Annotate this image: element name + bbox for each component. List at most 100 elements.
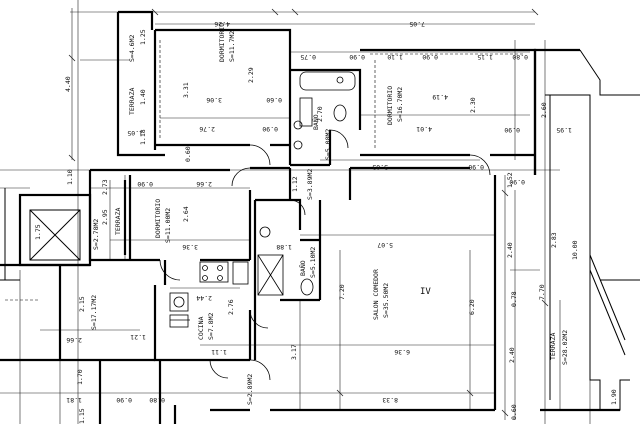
dim-1000: 10.00 [571, 240, 579, 260]
dim-426: 4.26 [214, 20, 230, 28]
dim-270: 2.70 [316, 106, 324, 122]
room-area-left: S=17.17M2 [90, 295, 98, 330]
dim-090c: 0.90 [504, 126, 520, 134]
room-area-cocina: S=7.8M2 [207, 313, 215, 340]
elevator-shaft [0, 188, 81, 281]
room-area-hall: S=3.89M2 [306, 169, 314, 200]
dim-636: 6.36 [394, 348, 410, 356]
room-area-dorm3: S=11.00M2 [164, 208, 172, 243]
dim-090a: 0.90 [349, 53, 365, 61]
room-name-dorm3: DORMITORIO [154, 199, 162, 238]
dim-170: 1.70 [76, 369, 84, 385]
dim-306: 3.06 [206, 96, 222, 104]
dim-078: 0.78 [510, 291, 518, 307]
room-area-dorm2: S=16.70M2 [396, 87, 404, 122]
dim-090g: 0.90 [137, 180, 153, 188]
dim-125: 1.25 [139, 29, 147, 45]
room-area-terraza-top: S=4.6M2 [128, 35, 136, 62]
dim-273: 2.73 [101, 179, 109, 195]
door-swings [159, 129, 491, 381]
dim-188: 1.88 [276, 243, 292, 251]
dim-266: 2.66 [196, 180, 212, 188]
dim-090b: 0.90 [422, 53, 438, 61]
dim-152: 1.52 [506, 172, 514, 188]
dim-112: 1.12 [291, 176, 299, 192]
dim-110b: 1.10 [66, 169, 74, 185]
dim-276: 2.76 [199, 125, 215, 133]
room-area-entry: S=2.89M2 [246, 374, 254, 405]
dim-336: 3.36 [182, 243, 198, 251]
dim-229: 2.29 [247, 67, 255, 83]
dim-283: 2.83 [550, 232, 558, 248]
dim-140: 1.40 [139, 89, 147, 105]
room-area-dorm1: S=11.7M2 [228, 31, 236, 62]
dim-080: 0.80 [512, 53, 528, 61]
dim-440: 4.40 [64, 76, 72, 92]
fixtures [169, 71, 356, 328]
window-lines [5, 40, 525, 301]
dim-181: 1.81 [66, 396, 82, 404]
room-name-bano2: BAÑO [298, 260, 307, 276]
room-name-dorm1: DORMITORIO [218, 23, 226, 62]
room-name-dorm2: DORMITORIO [386, 86, 394, 125]
dim-111: 1.11 [211, 348, 227, 356]
room-name-cocina: COCINA [197, 316, 205, 340]
dimension-labels: 4.26 7.05 4.40 1.25 1.40 0.75 0.90 0.90 … [34, 20, 618, 424]
dim-507: 5.07 [377, 241, 393, 249]
dim-264: 2.64 [182, 206, 190, 222]
dim-090f: 0.90 [509, 178, 525, 186]
room-name-terraza-top: TERRAZA [128, 88, 136, 115]
dimension-ticks [68, 8, 549, 417]
dim-317: 3.17 [290, 344, 298, 360]
room-area-terraza-small: S=2.78M2 [92, 219, 100, 250]
room-area-terraza-right: S=28.02M2 [561, 330, 569, 365]
walls [0, 10, 620, 424]
room-labels: TERRAZA S=4.6M2 DORMITORIO S=11.7M2 BAÑO… [90, 23, 569, 405]
dim-115: 1.15 [477, 53, 493, 61]
room-name-salon: SALON COMEDOR [372, 269, 380, 320]
dim-121: 1.21 [130, 333, 146, 341]
dim-090d: 0.90 [262, 125, 278, 133]
dim-110: 1.10 [387, 53, 403, 61]
terrace-right-outline [545, 49, 640, 411]
unit-number: IV [420, 287, 431, 297]
dim-419: 4.19 [432, 93, 448, 101]
room-area-bano2: S=5.10M2 [309, 247, 317, 278]
dim-260: 2.60 [540, 102, 548, 118]
dim-401: 4.01 [416, 125, 432, 133]
dim-090e: 0.90 [468, 163, 484, 171]
dim-303: 3.03 [372, 163, 388, 171]
dim-266b: 2.66 [66, 336, 82, 344]
dim-276b: 2.76 [227, 299, 235, 315]
dim-060c: 0.60 [510, 404, 518, 420]
dim-075: 0.75 [300, 53, 316, 61]
dim-190: 1.90 [610, 389, 618, 405]
dim-090h: 0.90 [116, 396, 132, 404]
dim-080b: 0.80 [149, 396, 165, 404]
dim-230: 2.30 [469, 97, 477, 113]
dim-331: 3.31 [182, 82, 190, 98]
dim-105: 1.05 [127, 129, 143, 137]
room-name-terraza-right: TERRAZA [549, 333, 557, 360]
dim-705: 7.05 [409, 20, 425, 28]
dim-118: 1.18 [139, 129, 147, 145]
dim-115b: 1.15 [78, 408, 86, 424]
dim-295: 2.95 [101, 209, 109, 225]
room-name-bano1: BAÑO [311, 114, 320, 130]
dim-244: 2.44 [196, 294, 212, 302]
dim-833: 8.33 [382, 396, 398, 404]
dim-175: 1.75 [34, 224, 42, 240]
dim-215: 2.15 [78, 296, 86, 312]
room-name-terraza-small: TERRAZA [114, 208, 122, 235]
room-area-salon: S=35.50M2 [382, 283, 390, 318]
dim-195: 1.95 [556, 126, 572, 134]
dim-060a: 0.60 [266, 96, 282, 104]
dim-720: 7.20 [338, 284, 346, 300]
dim-240a: 2.40 [506, 242, 514, 258]
dim-620: 6.20 [468, 299, 476, 315]
room-area-bano1: S=5.08M2 [324, 129, 332, 160]
dim-060b: 0.60 [184, 146, 192, 162]
dim-240b: 2.40 [508, 347, 516, 363]
